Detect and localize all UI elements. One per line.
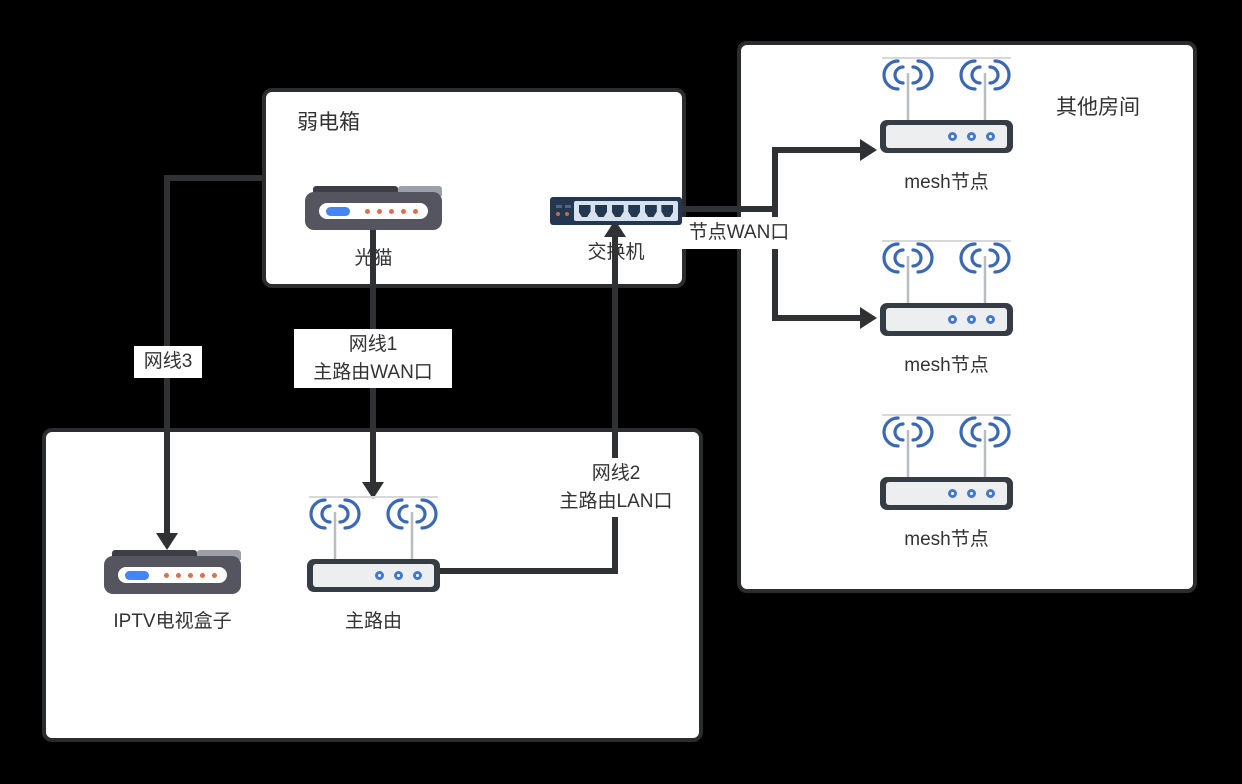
mesh1-arrowhead: [860, 139, 877, 161]
wifi-antenna-icon: [882, 242, 1011, 306]
cable3-label: 网线3: [134, 346, 202, 378]
modem-power-light: [326, 206, 350, 216]
cable2-label-line1: 网线2: [591, 463, 641, 484]
node-wan-line-mesh1: [772, 147, 862, 153]
other-rooms-label: 其他房间: [1056, 96, 1140, 119]
node-wan-line-mesh2: [772, 315, 862, 321]
cable2-label: 网线2 主路由LAN口: [542, 458, 690, 518]
wifi-antenna-icon: [882, 59, 1011, 123]
mesh2-arrowhead: [860, 307, 877, 329]
mesh-node-2-label: mesh节点: [904, 355, 989, 376]
main-router-icon: [307, 496, 440, 592]
cable3-arrowhead: [156, 533, 178, 550]
main-router-label: 主路由: [344, 611, 402, 632]
iptv-box-icon: [104, 550, 241, 594]
switch-label: 交换机: [587, 242, 645, 263]
modem-icon: [305, 186, 442, 230]
node-wan-label: 节点WAN口: [680, 217, 798, 249]
modem-status-leds: [365, 208, 418, 214]
iptv-label: IPTV电视盒子: [113, 611, 232, 632]
switch-icon: [550, 197, 682, 225]
mesh-node-1-icon: [880, 57, 1013, 153]
cable2-vertical-line: [612, 236, 618, 574]
node-wan-trunk-line: [678, 206, 777, 212]
weak-box-label: 弱电箱: [297, 111, 360, 134]
cable1-arrowhead: [362, 482, 384, 499]
mesh-node-1-label: mesh节点: [904, 172, 989, 193]
cable2-label-line2: 主路由LAN口: [559, 490, 673, 512]
cable1-label: 网线1 主路由WAN口: [294, 329, 452, 389]
mesh-node-3-icon: [880, 414, 1013, 510]
switch-port-panel: [574, 201, 678, 221]
cable2-horizontal-line: [437, 568, 618, 574]
cable1-label-line1: 网线1: [348, 334, 398, 355]
cable1-label-line2: 主路由WAN口: [313, 361, 433, 383]
mesh-node-2-icon: [880, 240, 1013, 336]
cable3-horizontal-line: [167, 175, 262, 181]
mesh-node-3-label: mesh节点: [904, 529, 989, 550]
wifi-antenna-icon: [309, 498, 438, 562]
wifi-antenna-icon: [882, 416, 1011, 480]
modem-front-panel: [319, 203, 428, 219]
modem-top-light: [398, 186, 442, 196]
modem-label: 光猫: [354, 248, 393, 269]
